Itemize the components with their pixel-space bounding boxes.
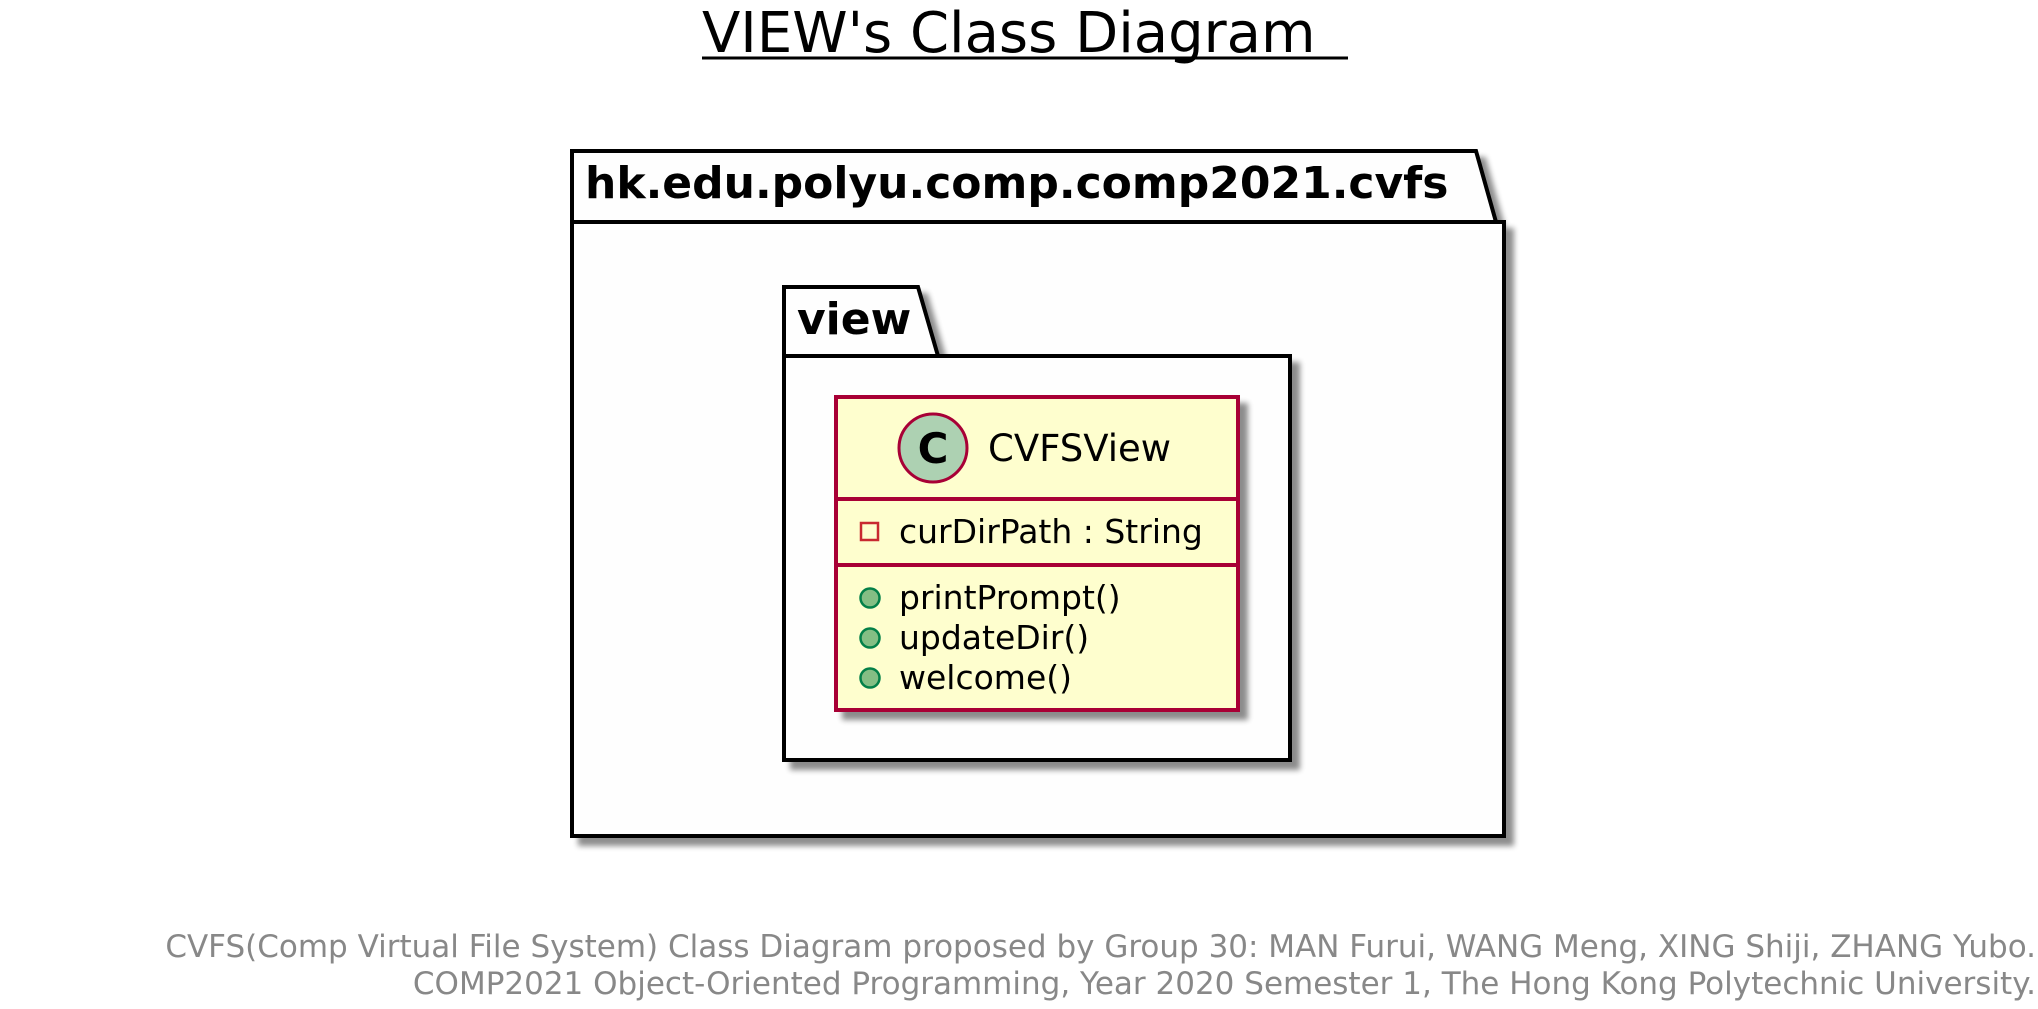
method-update-dir: updateDir() bbox=[899, 618, 1089, 657]
public-visibility-icon bbox=[859, 627, 881, 649]
class-box[interactable]: C CVFSView curDirPath : String printProm… bbox=[834, 395, 1240, 712]
class-stereotype-letter: C bbox=[918, 424, 949, 473]
inner-package-label: view bbox=[797, 294, 911, 345]
footer-line-2: COMP2021 Object-Oriented Programming, Ye… bbox=[413, 966, 2036, 1002]
private-visibility-icon bbox=[859, 521, 880, 542]
public-visibility-icon bbox=[859, 667, 881, 689]
method-welcome: welcome() bbox=[899, 658, 1072, 697]
class-stereotype-icon bbox=[897, 412, 969, 484]
field-cur-dir-path: curDirPath : String bbox=[899, 512, 1203, 551]
class-name: CVFSView bbox=[988, 427, 1171, 470]
outer-package-label: hk.edu.polyu.comp.comp2021.cvfs bbox=[585, 158, 1449, 209]
method-print-prompt: printPrompt() bbox=[899, 578, 1121, 617]
diagram-title: VIEW's Class Diagram bbox=[702, 1, 1316, 66]
footer-line-1: CVFS(Comp Virtual File System) Class Dia… bbox=[165, 929, 2036, 965]
public-visibility-icon bbox=[859, 587, 881, 609]
